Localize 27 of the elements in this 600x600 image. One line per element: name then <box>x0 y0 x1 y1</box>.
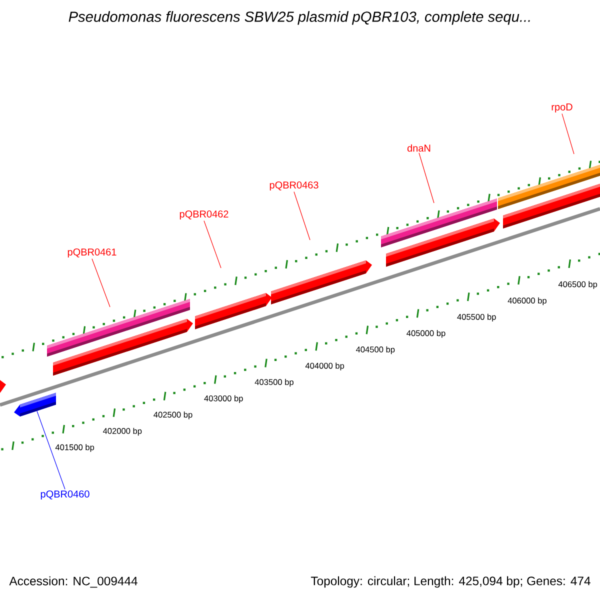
footer-text: Topology: circular; Length: 425,094 bp; Genes: 474 <box>310 576 590 588</box>
leader-line <box>204 220 222 268</box>
leader-line <box>294 191 310 240</box>
position-label: 404500 bp <box>356 346 395 354</box>
position-label: 405500 bp <box>457 314 496 322</box>
footer-text: Accession: NC_009444 <box>9 576 138 588</box>
leader-line <box>562 113 574 154</box>
gene-label: rpoD <box>552 104 572 112</box>
position-label: 402500 bp <box>154 412 192 420</box>
gene-label: pQBR0463 <box>270 181 318 191</box>
gene-label: pQBR0462 <box>180 210 228 220</box>
position-label: 406000 bp <box>508 297 546 306</box>
position-label: 402000 bp <box>103 428 142 436</box>
position-label: 403000 bp <box>204 395 243 403</box>
position-label: 403500 bp <box>254 378 294 387</box>
leader-line <box>418 152 434 204</box>
position-label: 404000 bp <box>305 362 344 370</box>
title: Pseudomonas fluorescens SBW25 plasmid pQBR103, complete sequ... <box>68 11 530 25</box>
gene-label: pQBR0461 <box>68 248 116 258</box>
gene-arrow <box>14 392 56 416</box>
position-label: 401500 bp <box>55 444 94 452</box>
position-label: 405000 bp <box>406 330 446 338</box>
leader-line <box>36 410 66 490</box>
leader-line <box>92 258 110 308</box>
position-label: 406500 bp <box>558 281 598 289</box>
gene-label: dnaN <box>407 144 430 152</box>
gene-label: pQBR0460 <box>40 490 90 500</box>
